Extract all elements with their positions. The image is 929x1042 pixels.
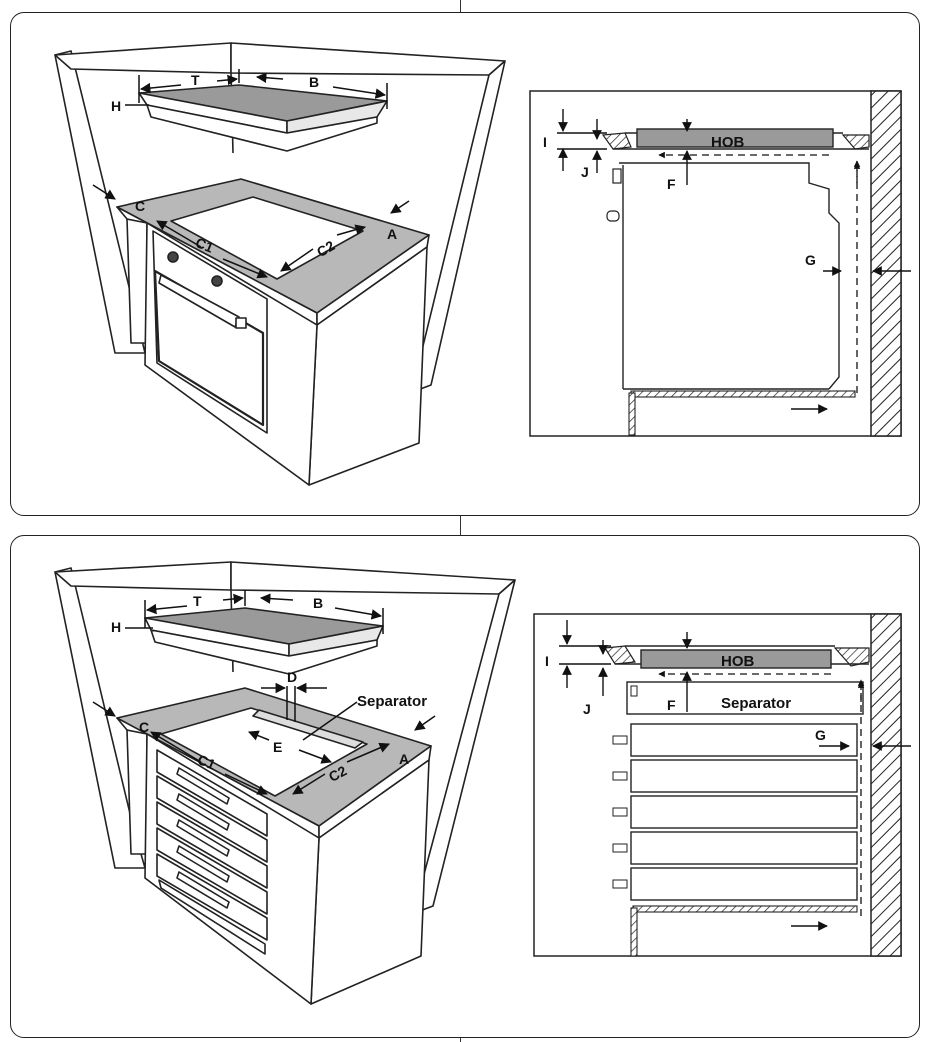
label-HOB-2: HOB (721, 653, 755, 670)
label-C-2: C (139, 719, 149, 735)
label-T-2: T (193, 593, 202, 609)
label-J-2: J (583, 701, 591, 717)
drawer-installation-diagram: T B H C C1 C2 A D E Separator (54, 561, 911, 1005)
label-D: D (287, 669, 297, 685)
corner-walls-2 (54, 561, 516, 919)
page-divider-tick-bottom (460, 1038, 461, 1042)
label-T: T (191, 72, 200, 88)
label-separator-side: Separator (721, 695, 791, 712)
label-I-2: I (545, 653, 549, 669)
hob-exploded-2 (144, 607, 384, 675)
dimension-arrows-left (92, 69, 410, 279)
label-C1-2: C1 (195, 751, 218, 773)
hob-exploded (138, 84, 388, 152)
label-C2-2: C2 (326, 762, 350, 785)
label-H: H (111, 98, 121, 114)
dimension-arrows-left-2 (92, 590, 436, 795)
label-separator: Separator (357, 693, 427, 710)
corner-walls (54, 42, 506, 398)
label-A: A (387, 226, 397, 242)
counter-and-drawers (116, 687, 432, 1005)
label-E: E (273, 739, 282, 755)
page-divider-tick-top (460, 0, 461, 12)
label-A-2: A (399, 751, 409, 767)
label-H-2: H (111, 619, 121, 635)
label-C: C (135, 198, 145, 214)
airflow-arrows-1 (658, 151, 861, 393)
page-divider-tick-middle (460, 516, 461, 535)
label-C1: C1 (193, 234, 216, 256)
panel-drawer-installation: T B H C C1 C2 A D E Separator (10, 535, 920, 1038)
section-dimension-arrows-1 (557, 109, 911, 414)
label-G: G (805, 252, 816, 268)
label-C2: C2 (314, 237, 338, 260)
airflow-arrows-2 (658, 670, 865, 916)
label-F-2: F (667, 697, 676, 713)
section-dimension-arrows-2 (559, 620, 911, 931)
counter-and-cabinet (116, 178, 430, 486)
drawer-section-view (533, 613, 902, 957)
panel-oven-installation: T B H C C1 C2 A HOB I (10, 12, 920, 516)
label-I: I (543, 134, 547, 150)
oven-installation-diagram: T B H C C1 C2 A HOB I (54, 42, 911, 486)
label-J: J (581, 164, 589, 180)
label-B-2: B (313, 595, 323, 611)
label-B: B (309, 74, 319, 90)
label-F: F (667, 176, 676, 192)
label-G-2: G (815, 727, 826, 743)
label-HOB: HOB (711, 134, 745, 151)
